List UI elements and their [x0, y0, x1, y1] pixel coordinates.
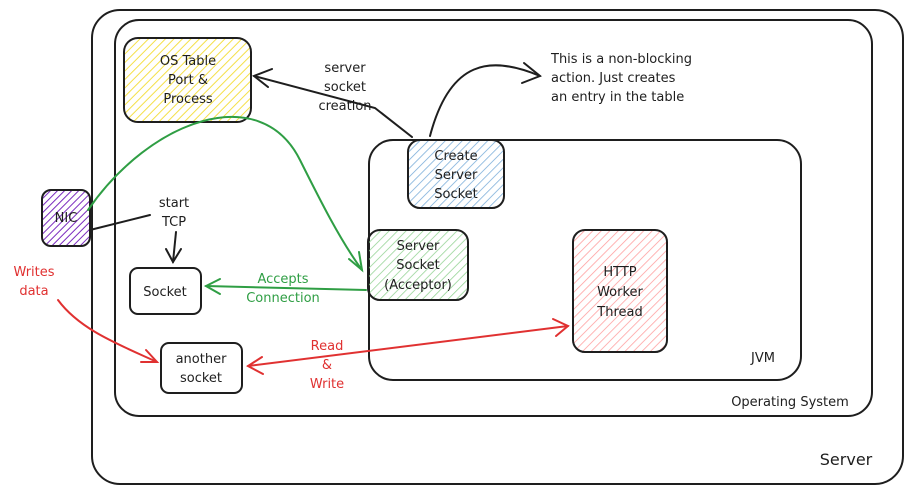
- worker-line-2: Worker: [597, 285, 643, 300]
- read-write-arrow: [246, 318, 570, 375]
- acceptor-line-3: (Acceptor): [384, 278, 452, 293]
- svg-text:creation: creation: [318, 99, 371, 114]
- start-tcp-arrow: [89, 214, 182, 265]
- jvm-label: JVM: [750, 351, 775, 366]
- worker-line-1: HTTP: [603, 265, 636, 280]
- accepts-connection-label: Accepts Connection: [246, 272, 320, 306]
- create-socket-line-1: Create: [434, 149, 477, 164]
- svg-text:This is a non-blocking: This is a non-blocking: [550, 52, 692, 67]
- svg-text:data: data: [19, 284, 48, 299]
- accepts-connection-arrow: [203, 278, 367, 295]
- server-socket-acceptor-node: Server Socket (Acceptor): [367, 229, 469, 301]
- nic-label: NIC: [55, 211, 78, 226]
- socket-label: Socket: [143, 285, 187, 300]
- non-blocking-note: This is a non-blocking action. Just crea…: [550, 52, 692, 105]
- svg-text:Write: Write: [310, 377, 344, 392]
- operating-system-container: [114, 19, 873, 417]
- start-tcp-label: start TCP: [159, 196, 189, 230]
- read-write-label: Read & Write: [310, 339, 344, 392]
- svg-text:start: start: [159, 196, 189, 211]
- svg-text:action. Just creates: action. Just creates: [551, 71, 676, 86]
- acceptor-line-2: Socket: [396, 258, 440, 273]
- server-socket-creation-label: server socket creation: [318, 61, 371, 114]
- nic-node: NIC: [41, 189, 91, 247]
- svg-text:Read: Read: [311, 339, 344, 354]
- another-socket-line-2: socket: [180, 371, 222, 386]
- os-table-line-3: Process: [163, 92, 213, 107]
- writes-data-arrow: [57, 299, 160, 363]
- http-worker-thread-node: HTTP Worker Thread: [572, 229, 668, 353]
- operating-system-label: Operating System: [731, 395, 849, 410]
- svg-text:&: &: [322, 358, 332, 373]
- nic-to-acceptor-arrow: [87, 115, 364, 273]
- another-socket-node: another socket: [160, 342, 243, 394]
- svg-text:server: server: [324, 61, 366, 76]
- os-table-node: OS Table Port & Process: [123, 37, 252, 123]
- os-table-line-1: OS Table: [160, 54, 216, 69]
- worker-line-3: Thread: [596, 305, 642, 320]
- create-socket-line-2: Server: [435, 168, 478, 183]
- server-label: Server: [820, 450, 873, 469]
- svg-text:Writes: Writes: [13, 265, 54, 280]
- server-container: [91, 9, 904, 485]
- svg-text:socket: socket: [324, 80, 366, 95]
- writes-data-label: Writes data: [13, 265, 54, 299]
- non-blocking-note-arrow: [429, 62, 542, 137]
- socket-node: Socket: [129, 267, 202, 315]
- os-table-line-2: Port &: [168, 73, 208, 88]
- svg-text:Accepts: Accepts: [257, 272, 308, 287]
- svg-text:an entry in the table: an entry in the table: [551, 90, 684, 105]
- another-socket-line-1: another: [176, 352, 227, 367]
- acceptor-line-1: Server: [397, 239, 440, 254]
- create-socket-line-3: Socket: [434, 187, 478, 202]
- create-server-socket-node: Create Server Socket: [407, 139, 505, 209]
- server-socket-creation-arrow: [252, 68, 413, 138]
- svg-text:Connection: Connection: [246, 291, 320, 306]
- svg-text:TCP: TCP: [161, 215, 186, 230]
